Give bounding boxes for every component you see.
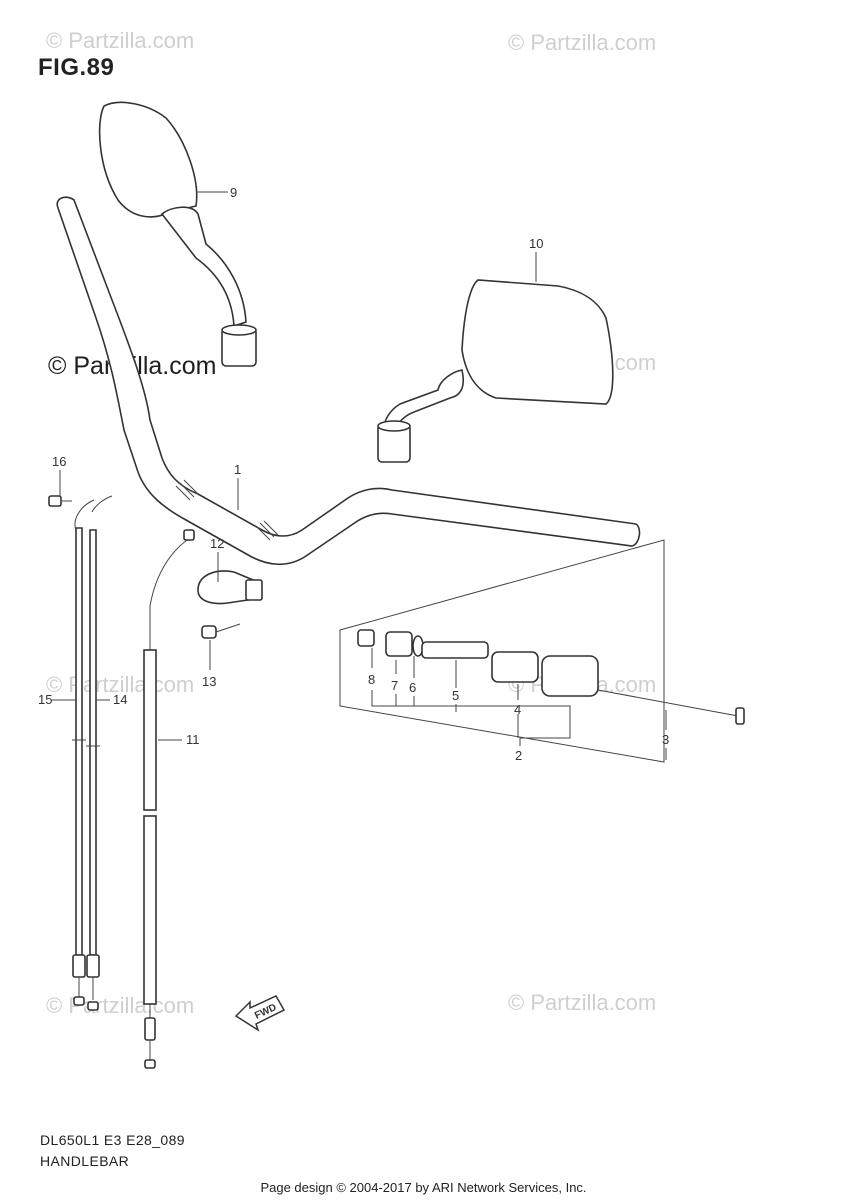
callout-15: 15 — [38, 692, 52, 707]
callout-4: 4 — [514, 702, 521, 717]
callout-9: 9 — [230, 185, 237, 200]
watermark: © Partzilla.com — [46, 993, 195, 1018]
callouts: 9 10 1 16 12 13 15 14 11 8 7 6 5 4 3 2 — [38, 185, 669, 763]
callout-3: 3 — [662, 732, 669, 747]
mirror-left[interactable] — [98, 101, 257, 367]
model-code: DL650L1 E3 E28_089 — [40, 1132, 185, 1148]
callout-11: 11 — [186, 732, 200, 747]
callout-12: 12 — [210, 536, 224, 551]
mirror-right[interactable] — [377, 279, 614, 463]
forward-arrow: FWD — [234, 995, 286, 1032]
watermark: © Partzilla.com — [46, 28, 195, 53]
handlebar-balancer-assembly[interactable] — [339, 539, 745, 763]
callout-10: 10 — [529, 236, 543, 251]
callout-14: 14 — [113, 692, 127, 707]
screw[interactable] — [48, 495, 72, 507]
callout-1: 1 — [234, 462, 241, 477]
fig-title: FIG.89 — [38, 54, 115, 81]
watermark: © Partzilla.com — [508, 30, 657, 55]
callout-5: 5 — [452, 688, 459, 703]
copyright-notice: Page design © 2004-2017 by ARI Network S… — [260, 1180, 587, 1195]
callout-16: 16 — [52, 454, 66, 469]
handlebar[interactable] — [56, 196, 641, 566]
callout-6: 6 — [409, 680, 416, 695]
callout-13: 13 — [202, 674, 216, 689]
throttle-cables[interactable] — [72, 495, 113, 1011]
callout-7: 7 — [391, 678, 398, 693]
callout-8: 8 — [368, 672, 375, 687]
cable-clamp[interactable] — [197, 570, 263, 605]
section-name: HANDLEBAR — [40, 1153, 130, 1169]
clutch-cable[interactable] — [143, 529, 195, 1069]
clamp-bolt[interactable] — [201, 623, 241, 639]
callout-2: 2 — [515, 748, 522, 763]
leader-lines — [52, 191, 667, 760]
watermark: © Partzilla.com — [46, 672, 195, 697]
watermark: © Partzilla.com — [508, 990, 657, 1015]
